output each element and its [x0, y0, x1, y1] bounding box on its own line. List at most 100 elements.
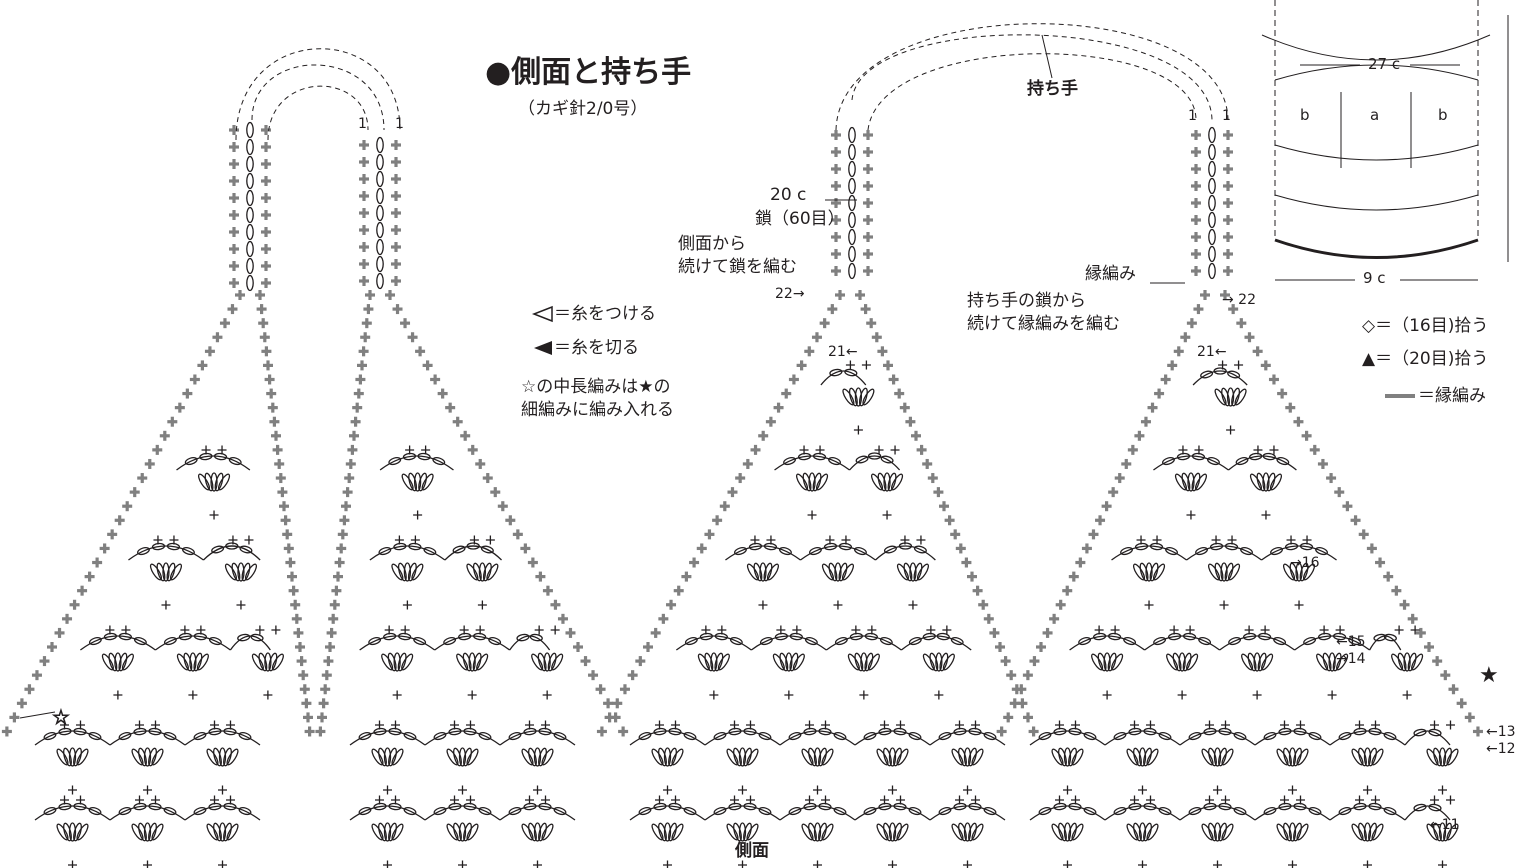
dc-stitch: [1138, 822, 1147, 842]
chain-stitch: [193, 731, 207, 741]
sc-stitch: [1288, 860, 1297, 868]
dc-stitch: [860, 652, 868, 672]
edge-stitch: [834, 130, 838, 140]
sc-stitch: [255, 625, 265, 635]
edge-stitch: [448, 402, 452, 413]
dc-stitch: [812, 472, 822, 492]
chain-stitch: [213, 452, 228, 461]
chain-stitch: [417, 452, 431, 461]
chain-stitch: [829, 368, 843, 377]
chain-stitch: [1113, 806, 1127, 816]
dc-stitch: [1182, 652, 1192, 672]
dc-stitch: [387, 652, 397, 672]
edge-stitch: [410, 332, 415, 343]
edge-stitch: [1223, 290, 1227, 300]
edge-stitch: [823, 318, 827, 329]
edge-stitch: [1337, 487, 1341, 498]
chain-arch: [80, 635, 156, 651]
edge-stitch: [300, 656, 304, 667]
edge-stitch: [471, 444, 475, 455]
chain-stitch: [246, 206, 254, 224]
chain-stitch: [246, 274, 254, 292]
edge-stitch: [296, 627, 300, 638]
chain-stitch: [237, 633, 251, 642]
chain-stitch: [1413, 728, 1427, 737]
chain-stitch: [1308, 806, 1322, 816]
dc-stitch: [1234, 388, 1247, 406]
dc-stitch: [1438, 822, 1447, 842]
chain-stitch: [163, 731, 177, 741]
dc-stitch: [391, 748, 404, 766]
edge-stitch: [576, 642, 580, 652]
dc-stitch: [462, 652, 472, 672]
chain-stitch: [376, 238, 384, 256]
edge-stitch: [1164, 374, 1168, 385]
sc-stitch: [784, 690, 794, 700]
edge-stitch: [553, 599, 558, 610]
chain-arch: [1294, 635, 1370, 651]
chain-arch: [109, 730, 186, 746]
sc-stitch: [853, 425, 863, 435]
chain-note-1: 側面から: [678, 234, 746, 254]
edge-stitch: [333, 599, 337, 610]
dc-stitch: [378, 822, 387, 842]
edge-stitch: [761, 430, 765, 441]
edge-stitch: [276, 444, 280, 455]
edge-stitch: [1353, 515, 1358, 526]
chain-stitch: [1195, 546, 1208, 556]
dc-stitch: [1143, 822, 1152, 842]
sc-stitch: [880, 720, 889, 730]
panel-b-left: b: [1300, 106, 1310, 124]
sc-stitch: [955, 720, 964, 730]
sc-stitch: [143, 785, 152, 795]
sc-stitch: [738, 785, 747, 795]
chain-arch: [128, 545, 204, 561]
edge-stitch: [964, 557, 968, 568]
sc-stitch: [143, 860, 152, 868]
chain-stitch: [863, 731, 877, 741]
handle-dashed-inner-2: [867, 53, 1197, 131]
edge-stitch: [433, 374, 437, 385]
dc-stitch: [1269, 473, 1283, 491]
dc-stitch: [733, 747, 742, 767]
sc-stitch: [1438, 860, 1447, 868]
edge-stitch: [1435, 656, 1439, 667]
chain-stitch: [844, 368, 858, 377]
edge-stitch: [1006, 712, 1010, 723]
edge-stitch: [1150, 402, 1155, 413]
chain-stitch: [983, 806, 997, 816]
edge-stitch: [264, 278, 268, 288]
edge-stitch: [1144, 416, 1148, 427]
sc-stitch: [1177, 690, 1187, 700]
chain-arch: [155, 635, 231, 651]
dc-stitch: [73, 747, 82, 767]
dc-stitch: [1358, 747, 1367, 767]
edge-stitch: [394, 259, 398, 269]
sc-stitch: [942, 625, 952, 635]
chain-stitch: [246, 172, 254, 190]
edge-stitch: [325, 670, 329, 681]
sc-stitch: [196, 625, 206, 635]
edge-stitch: [1386, 571, 1390, 582]
sc-stitch: [1260, 625, 1270, 635]
dc-stitch: [1187, 472, 1195, 492]
sc-stitch: [210, 795, 219, 805]
dc-stitch: [472, 562, 482, 582]
edge-stitch: [792, 374, 796, 385]
dc-stitch: [658, 822, 667, 842]
dc-stitch: [1186, 653, 1199, 671]
edge-stitch: [264, 176, 268, 186]
chain-arch: [1186, 545, 1262, 561]
edge-stitch: [260, 304, 264, 315]
chain-stitch: [137, 546, 150, 556]
sc-stitch: [218, 860, 227, 868]
dc-stitch: [1181, 472, 1191, 492]
edge-stitch: [1226, 215, 1230, 225]
sc-stitch: [1335, 625, 1345, 635]
sc-stitch: [525, 720, 534, 730]
sc-stitch: [459, 625, 469, 635]
sc-stitch: [1446, 720, 1455, 730]
edge-stitch: [20, 698, 24, 709]
sc-stitch: [709, 690, 719, 700]
edge-stitch: [661, 613, 665, 624]
